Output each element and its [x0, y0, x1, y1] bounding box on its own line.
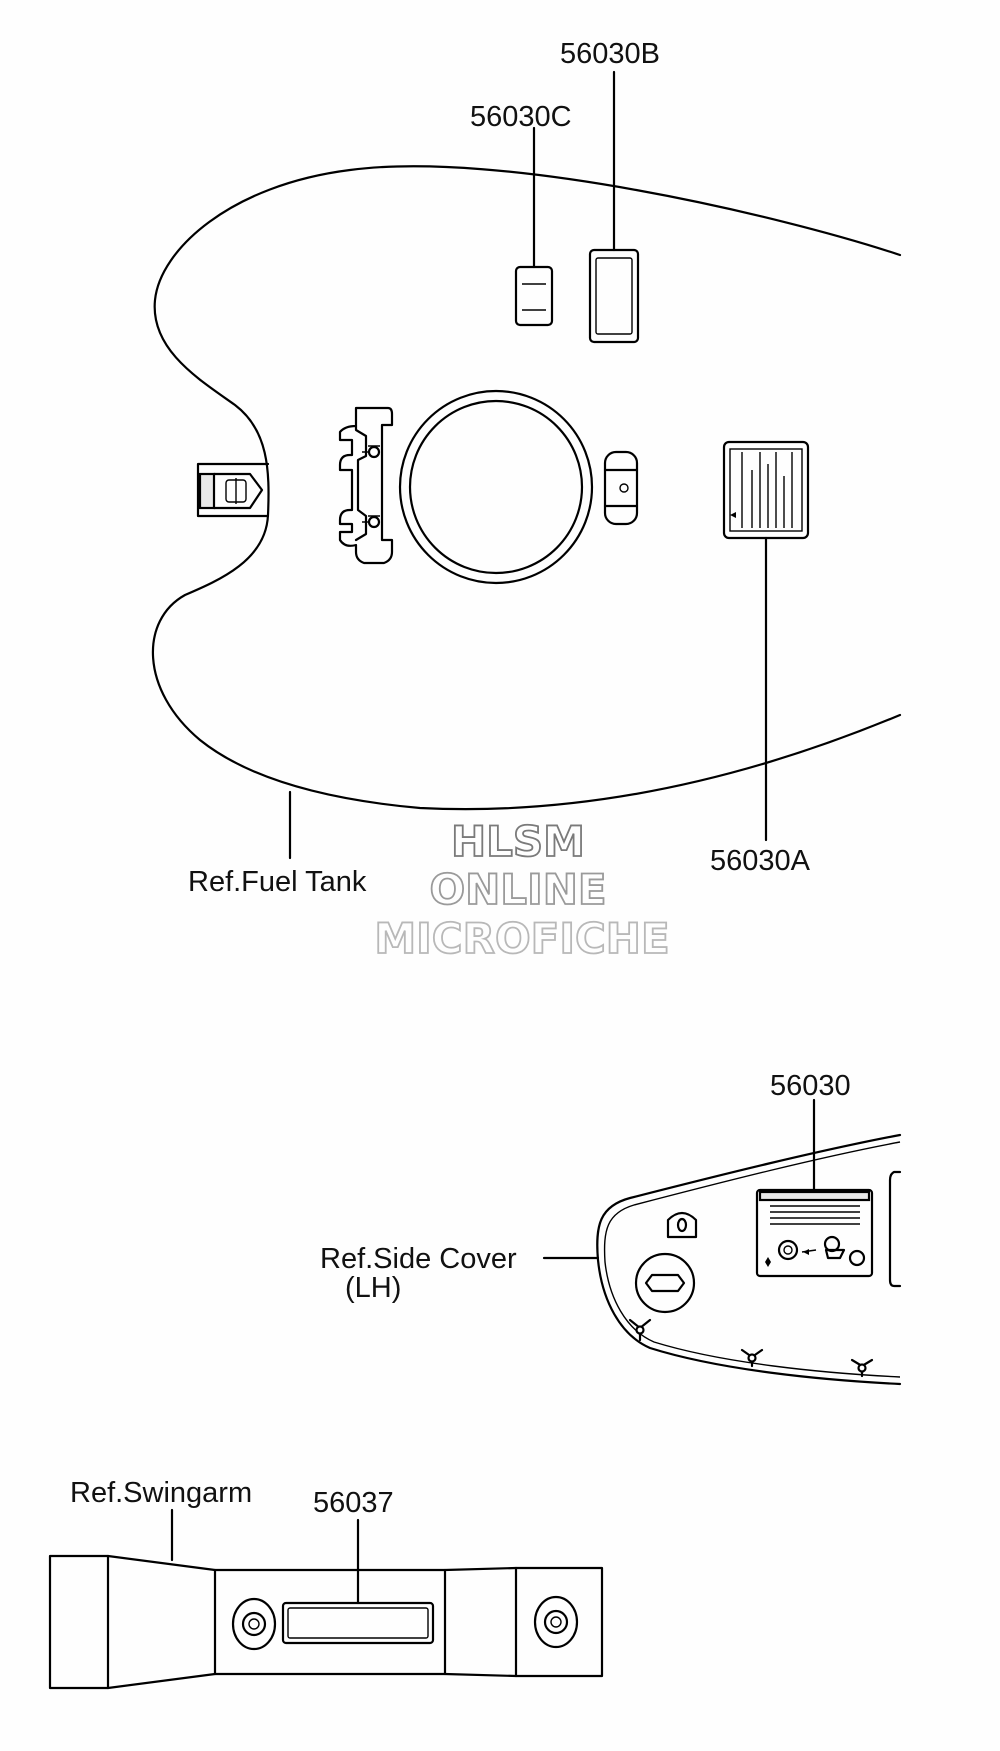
- label-56030A-part: [722, 440, 810, 842]
- text-56030C: 56030C: [470, 101, 572, 133]
- text-56037: 56037: [313, 1487, 394, 1519]
- side-cover-grommet: [634, 1252, 696, 1314]
- text-56030B: 56030B: [560, 38, 660, 70]
- text-ref-side-cover: Ref.Side Cover: [320, 1243, 517, 1275]
- text-56030: 56030: [770, 1070, 851, 1102]
- fuel-tank-outline: [151, 165, 902, 811]
- watermark: HLSM ONLINE MICROFICHE: [373, 816, 670, 964]
- watermark-line1: HLSM: [451, 817, 585, 866]
- side-cover-edge-part: [888, 1170, 902, 1288]
- text-56030A: 56030A: [710, 845, 811, 877]
- label-56030C-part: [514, 126, 554, 327]
- side-cover-outline: [596, 1133, 902, 1386]
- text-ref-fuel-tank: Ref.Fuel Tank: [188, 866, 367, 898]
- swingarm-right-bolt: [533, 1595, 579, 1649]
- label-56030B-part: [588, 70, 640, 344]
- tank-left-bracket: [196, 462, 270, 518]
- watermark-line2: ONLINE: [429, 865, 606, 914]
- swingarm-left-bolt: [231, 1597, 277, 1651]
- side-cover-mount-tab: [666, 1211, 698, 1239]
- fuel-filler-cap-ring: [398, 389, 594, 585]
- cap-mount-bracket: [338, 406, 394, 565]
- text-ref-side-cover-lh: (LH): [345, 1272, 401, 1304]
- label-56030-part: [755, 1098, 874, 1278]
- cap-hinge-block: [603, 450, 639, 526]
- watermark-line3: MICROFICHE: [374, 914, 669, 963]
- text-ref-swingarm: Ref.Swingarm: [70, 1477, 252, 1509]
- label-56037-part: [281, 1518, 435, 1645]
- side-cover-screws: [628, 1318, 874, 1378]
- swingarm-outline: [48, 1554, 604, 1690]
